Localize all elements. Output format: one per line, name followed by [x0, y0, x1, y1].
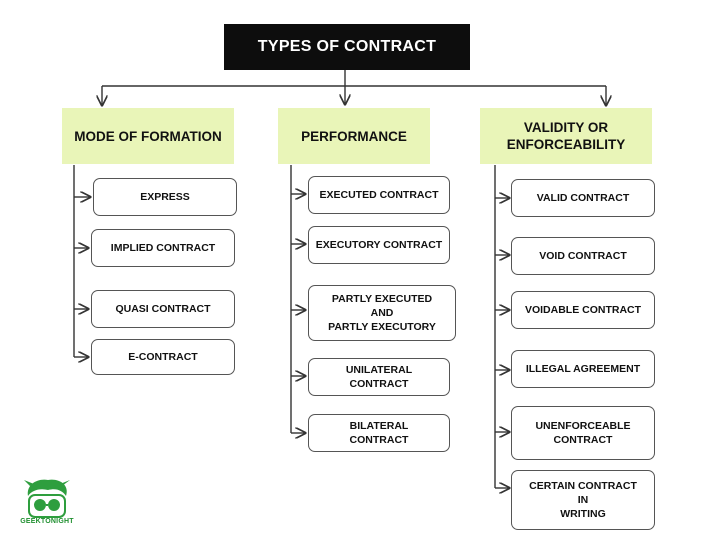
leaf-certain-contract-in-writing: CERTAIN CONTRACT IN WRITING [511, 470, 655, 530]
leaf-illegal-agreement: ILLEGAL AGREEMENT [511, 350, 655, 388]
leaf-unenforceable-contract: UNENFORCEABLE CONTRACT [511, 406, 655, 460]
category-performance: PERFORMANCE [278, 108, 430, 164]
leaf-voidable-contract: VOIDABLE CONTRACT [511, 291, 655, 329]
leaf-valid-contract: VALID CONTRACT [511, 179, 655, 217]
leaf-implied-contract: IMPLIED CONTRACT [91, 229, 235, 267]
leaf-express: EXPRESS [93, 178, 237, 216]
leaf-executory-contract: EXECUTORY CONTRACT [308, 226, 450, 264]
leaf-unilateral-contract: UNILATERAL CONTRACT [308, 358, 450, 396]
leaf-partly-executed: PARTLY EXECUTED AND PARTLY EXECUTORY [308, 285, 456, 341]
leaf-void-contract: VOID CONTRACT [511, 237, 655, 275]
category-validity: VALIDITY OR ENFORCEABILITY [480, 108, 652, 164]
category-mode-of-formation: MODE OF FORMATION [62, 108, 234, 164]
geektonight-logo-icon [24, 479, 70, 518]
leaf-quasi-contract: QUASI CONTRACT [91, 290, 235, 328]
leaf-executed-contract: EXECUTED CONTRACT [308, 176, 450, 214]
logo-wordmark: GEEKTONIGHT [20, 518, 74, 525]
geektonight-logo: GEEKTONIGHT [12, 476, 82, 532]
leaf-e-contract: E-CONTRACT [91, 339, 235, 375]
diagram-title: TYPES OF CONTRACT [224, 24, 470, 70]
leaf-bilateral-contract: BILATERAL CONTRACT [308, 414, 450, 452]
